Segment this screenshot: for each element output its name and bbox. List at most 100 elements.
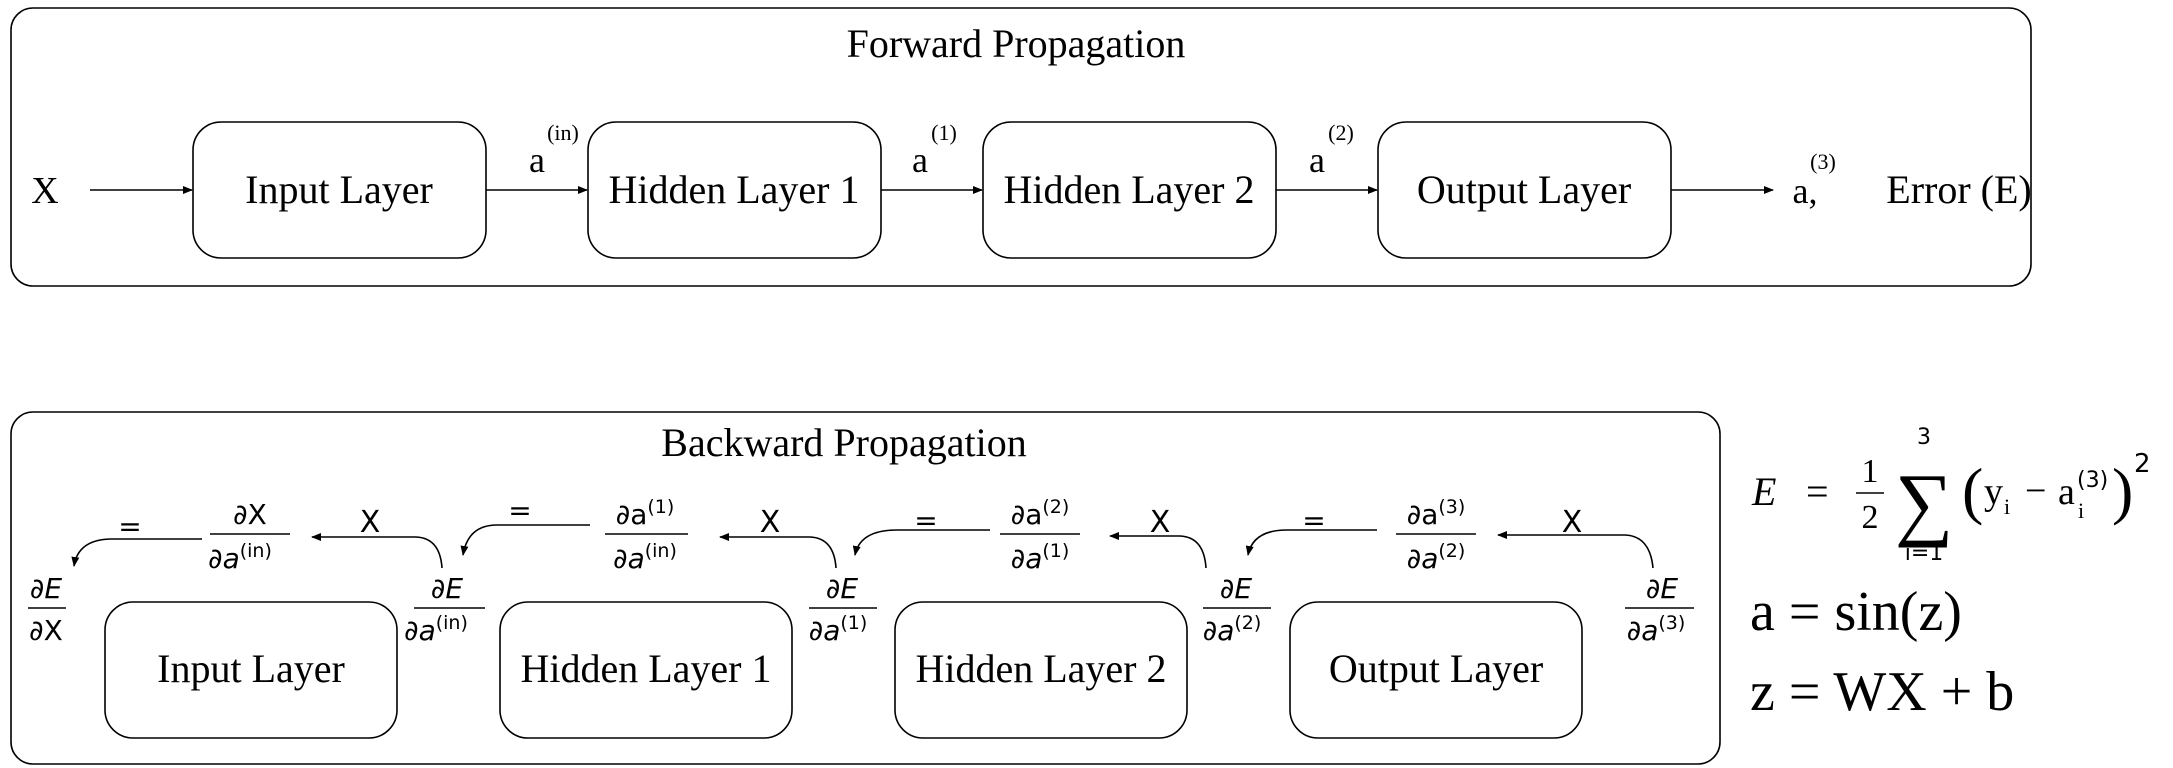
backward-times-3: X [1150, 505, 1171, 540]
gradient-de-da-in-numerator: ∂E [431, 572, 463, 605]
gradient-de-da-2-denominator: ∂a(2) [1203, 612, 1262, 647]
backward-input-layer-label: Input Layer [157, 646, 345, 691]
forward-activation-2-sup: (2) [1328, 120, 1354, 145]
backward-arrow-hidden1-equals [460, 524, 590, 556]
gradient-de-da-2-numerator: ∂E [1220, 572, 1252, 605]
forward-activation-1: a [912, 140, 928, 180]
forward-output-layer-label: Output Layer [1417, 167, 1631, 212]
forward-input-x: X [31, 170, 58, 212]
backward-output-layer-box [1289, 601, 1583, 739]
local-dx-da-in-den-base: ∂a [208, 542, 240, 575]
gradient-de-da-in-denominator: ∂a(in) [404, 612, 468, 647]
forward-activation-in: a [529, 140, 545, 180]
local-da3-da2-den-sup: (2) [1438, 540, 1465, 562]
backward-equals-2: = [508, 494, 531, 527]
local-da3-da2-num-base: ∂a [1407, 498, 1439, 531]
backward-arrow-hidden2-equals [852, 529, 990, 556]
gradient-de-da-2-den-base: ∂a [1203, 614, 1235, 647]
backward-hidden-layer-1-label: Hidden Layer 1 [520, 646, 771, 691]
error-eq-y-sub: i [2004, 494, 2010, 519]
gradient-de-da-1-denominator: ∂a(1) [809, 612, 868, 647]
local-da3-da2-denominator: ∂a(2) [1407, 540, 1466, 575]
error-eq-sum: ∑ [1895, 457, 1953, 548]
gradient-de-da-1-numerator: ∂E [826, 572, 858, 605]
error-eq-a-sup: (3) [2077, 468, 2108, 493]
error-eq-open-paren: ( [1962, 455, 1983, 526]
local-da1-da-in-den-base: ∂a [613, 542, 645, 575]
forward-hidden-layer-1-label: Hidden Layer 1 [608, 167, 859, 212]
gradient-de-da-in: ∂E ∂a(in) [404, 572, 485, 647]
backward-times-4: X [1562, 505, 1583, 540]
backward-arrow-hidden1-times [719, 533, 837, 569]
error-eq-equals: = [1806, 469, 1829, 514]
gradient-de-da-3-den-sup: (3) [1658, 612, 1685, 634]
forward-input-layer-label: Input Layer [245, 167, 433, 212]
error-eq-close-paren: ) [2112, 455, 2133, 526]
gradient-de-dx-numerator: ∂E [30, 572, 62, 605]
gradient-de-da-3-denominator: ∂a(3) [1627, 612, 1686, 647]
backward-title: Backward Propagation [661, 420, 1026, 465]
backward-arrow-input-times [311, 533, 443, 569]
error-eq-a: a [2058, 471, 2075, 513]
backward-times-1: X [360, 505, 381, 540]
local-da2-da1-den-base: ∂a [1011, 542, 1043, 575]
local-da2-da1-num-sup: (2) [1042, 496, 1069, 518]
error-eq-sum-top: 3 [1917, 425, 1931, 450]
linear-equation: z = WX + b [1750, 661, 2014, 723]
forward-title: Forward Propagation [847, 21, 1186, 66]
local-da3-da2-den-base: ∂a [1407, 542, 1439, 575]
error-eq-power: 2 [2134, 449, 2151, 479]
error-equation: E = 1 2 ∑ 3 i=1 ( y i − a (3) i ) 2 [1751, 425, 2151, 566]
backward-hidden-layer-1-box [499, 601, 793, 739]
local-da3-da2-num-sup: (3) [1438, 496, 1465, 518]
error-eq-lhs: E [1751, 469, 1776, 514]
error-eq-half-denominator: 2 [1862, 499, 1879, 536]
gradient-de-da-1-den-sup: (1) [840, 612, 867, 634]
local-da2-da1-denominator: ∂a(1) [1011, 540, 1070, 575]
backward-times-2: X [760, 505, 781, 540]
gradient-de-da-in-den-base: ∂a [404, 614, 436, 647]
backward-arrow-input-equals [71, 538, 202, 567]
forward-hidden-layer-2-label: Hidden Layer 2 [1003, 167, 1254, 212]
error-eq-half-numerator: 1 [1862, 453, 1879, 490]
backward-propagation-panel: Backward Propagation Input Layer Hidden … [10, 411, 1721, 765]
gradient-de-da-2: ∂E ∂a(2) [1203, 572, 1271, 647]
gradient-de-da-3-den-base: ∂a [1627, 614, 1659, 647]
backward-hidden-layer-2-box [894, 601, 1188, 739]
local-da1-da-in-denominator: ∂a(in) [613, 540, 677, 575]
equations: E = 1 2 ∑ 3 i=1 ( y i − a (3) i ) 2 a = … [1750, 425, 2151, 723]
backward-input-layer-box [104, 601, 398, 739]
forward-activation-2: a [1309, 140, 1325, 180]
gradient-de-da-3: ∂E ∂a(3) [1625, 572, 1694, 647]
gradient-de-da-1: ∂E ∂a(1) [809, 572, 877, 647]
backward-arrow-hidden2-times [1109, 532, 1207, 569]
backward-output-layer-label: Output Layer [1329, 646, 1543, 691]
error-eq-sum-bottom: i=1 [1905, 541, 1944, 566]
gradient-de-da-3-numerator: ∂E [1646, 572, 1678, 605]
local-dx-da-in-numerator: ∂X [233, 498, 267, 531]
backward-arrow-output-times [1497, 531, 1654, 569]
local-derivative-dx-da-in: ∂X ∂a(in) [208, 498, 290, 575]
local-da2-da1-numerator: ∂a(2) [1011, 496, 1070, 531]
local-da2-da1-num-base: ∂a [1011, 498, 1043, 531]
local-da1-da-in-den-sup: (in) [645, 540, 677, 562]
gradient-de-da-2-den-sup: (2) [1234, 612, 1261, 634]
backward-arrow-output-equals [1245, 529, 1377, 556]
forward-propagation-panel: Forward Propagation X Input Layer a (in)… [10, 7, 2032, 287]
local-da1-da-in-numerator: ∂a(1) [616, 496, 675, 531]
local-dx-da-in-denominator: ∂a(in) [208, 540, 272, 575]
local-dx-da-in-den-sup: (in) [240, 540, 272, 562]
backward-equals-1: = [118, 510, 141, 543]
local-derivative-da1-da-in: ∂a(1) ∂a(in) [605, 496, 688, 575]
gradient-de-dx: ∂E ∂X [28, 572, 66, 647]
local-derivative-da3-da2: ∂a(3) ∂a(2) [1396, 496, 1476, 575]
backward-hidden-layer-2-label: Hidden Layer 2 [915, 646, 1166, 691]
local-da2-da1-den-sup: (1) [1042, 540, 1069, 562]
forward-activation-1-sup: (1) [931, 120, 957, 145]
gradient-de-da-in-den-sup: (in) [436, 612, 468, 634]
forward-activation-in-sup: (in) [547, 120, 579, 145]
error-eq-y: y [1984, 471, 2003, 513]
backward-equals-3: = [914, 504, 937, 537]
backward-equals-4: = [1302, 504, 1325, 537]
